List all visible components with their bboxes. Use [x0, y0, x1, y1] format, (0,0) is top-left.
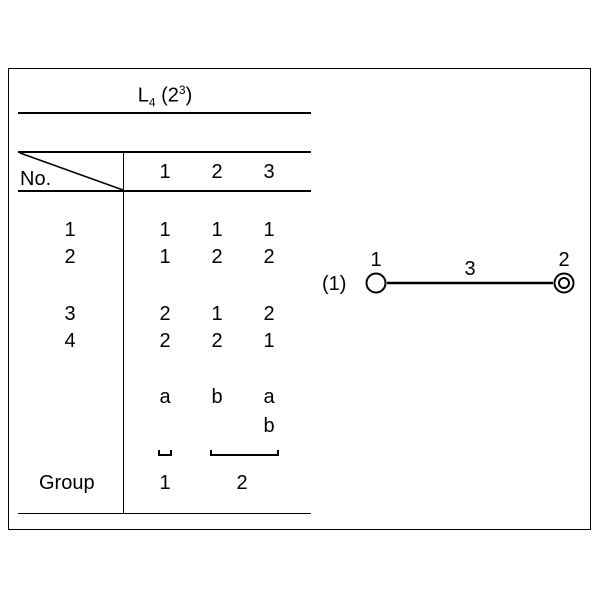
- figure-frame: [8, 68, 591, 530]
- column-divider: [123, 152, 124, 513]
- component-label: b: [263, 415, 275, 437]
- column-header-3: 3: [263, 161, 275, 183]
- row-no: 2: [64, 246, 76, 268]
- graph-label: (1): [322, 273, 347, 295]
- table-cell: 2: [211, 330, 223, 352]
- group-label: Group: [39, 472, 95, 494]
- header-top-rule: [18, 151, 311, 153]
- table-cell: 2: [263, 246, 275, 268]
- table-cell: 1: [159, 219, 171, 241]
- header-bottom-rule: [18, 190, 311, 192]
- table-cell: 2: [263, 303, 275, 325]
- graph-node-right-label: 2: [558, 249, 570, 271]
- column-header-2: 2: [211, 161, 223, 183]
- component-label: a: [159, 386, 171, 408]
- table-cell: 1: [211, 303, 223, 325]
- group-value: 2: [236, 472, 248, 494]
- table-cell: 1: [263, 219, 275, 241]
- graph-edge-label: 3: [464, 258, 476, 280]
- header-diagonal: [19, 152, 124, 191]
- table-bottom-rule: [18, 513, 311, 514]
- graph-node-double-inner: [558, 277, 570, 289]
- table-cell: 2: [211, 246, 223, 268]
- component-label: a: [263, 386, 275, 408]
- table-cell: 1: [211, 219, 223, 241]
- component-label: b: [211, 386, 223, 408]
- table-cell: 1: [159, 246, 171, 268]
- graph-node-left-label: 1: [370, 249, 382, 271]
- row-no: 1: [64, 219, 76, 241]
- group-1-bracket: [158, 450, 172, 456]
- table-cell: 1: [263, 330, 275, 352]
- group-value: 1: [159, 472, 171, 494]
- table-title: L4 (23): [137, 83, 193, 110]
- graph-node-single: [365, 272, 387, 294]
- row-no: 3: [64, 303, 76, 325]
- title-rule: [18, 112, 311, 114]
- table-cell: 2: [159, 330, 171, 352]
- column-header-1: 1: [159, 161, 171, 183]
- no-label: No.: [20, 168, 52, 190]
- group-2-bracket: [210, 450, 279, 456]
- table-cell: 2: [159, 303, 171, 325]
- row-no: 4: [64, 330, 76, 352]
